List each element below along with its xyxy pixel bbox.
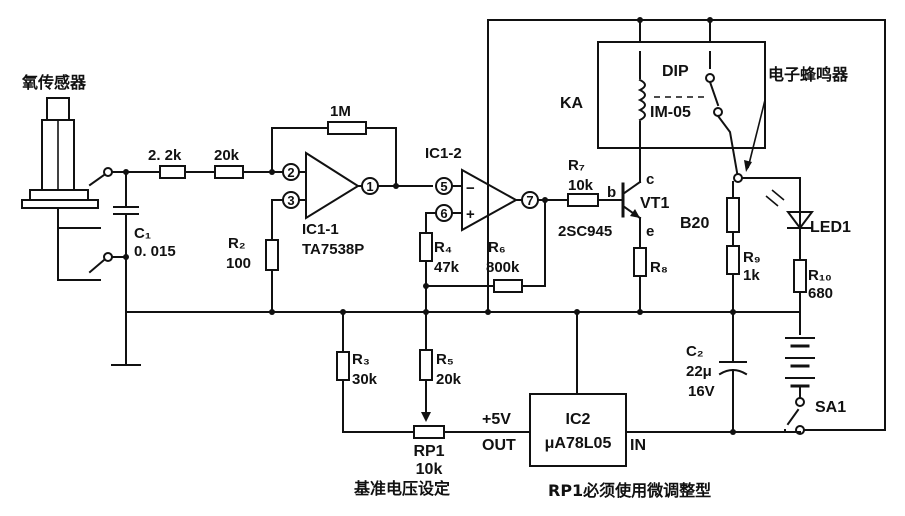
- resistor-1m: [327, 121, 367, 135]
- resistor-r4: [419, 232, 433, 262]
- c2-value: 22μ: [686, 363, 712, 380]
- r5-value: 20k: [436, 371, 462, 388]
- in-label: IN: [630, 437, 646, 454]
- resistor-2k2: [159, 165, 186, 179]
- ic1-1-label: IC1-1: [302, 221, 339, 238]
- vt-collector-label: c: [646, 171, 654, 188]
- sensor-label: 氧传感器: [21, 73, 87, 92]
- switch-sa1: [786, 397, 805, 435]
- r2-name: R₂: [228, 235, 246, 252]
- b20-label: B20: [680, 215, 709, 232]
- r3-value: 30k: [352, 371, 378, 388]
- relay-ka: [597, 19, 766, 180]
- footnote: RP1必须使用微调整型: [548, 481, 711, 500]
- r2-value: 100: [226, 255, 251, 272]
- c2-name: C₂: [686, 343, 704, 360]
- ic1-2-label: IC1-2: [425, 145, 462, 162]
- rp1-label: RP1: [413, 443, 444, 460]
- r5-name: R₅: [436, 351, 454, 368]
- pin6-label: 6: [440, 206, 447, 221]
- r9-name: R₉: [743, 249, 761, 266]
- r4-value: 47k: [434, 259, 460, 276]
- ref-voltage-title: 基准电压设定: [353, 479, 450, 498]
- r-1m-label: 1M: [330, 103, 351, 120]
- c1-value: 0. 015: [134, 243, 176, 260]
- r4-name: R₄: [434, 239, 452, 256]
- c1-name: C₁: [134, 225, 151, 242]
- oxygen-sensor: [21, 97, 113, 281]
- opamp-ic1-1: [282, 151, 433, 220]
- pin5-label: 5: [440, 179, 447, 194]
- noninverting-sign: +: [466, 206, 475, 223]
- resistor-r7: [567, 193, 599, 207]
- resistor-r10: [793, 259, 807, 293]
- pin2-label: 2: [287, 165, 294, 180]
- resistor-r3: [336, 351, 350, 381]
- vt-base-label: b: [607, 184, 616, 201]
- resistor-r2: [265, 239, 279, 271]
- ic2-part: μA78L05: [545, 435, 612, 452]
- r10-value: 680: [808, 285, 833, 302]
- resistor-r9: [726, 245, 740, 275]
- ic2-label: IC2: [566, 411, 591, 428]
- r9-value: 1k: [743, 267, 760, 284]
- led1: [765, 189, 814, 230]
- r8-name: R₈: [650, 259, 668, 276]
- r7-value: 10k: [568, 177, 594, 194]
- pin7-label: 7: [526, 193, 533, 208]
- resistor-20k: [214, 165, 244, 179]
- vt-emitter-label: e: [646, 223, 654, 240]
- regulator-ic2: [529, 393, 627, 467]
- battery: [785, 337, 815, 388]
- r-2k2-label: 2. 2k: [148, 147, 182, 164]
- pin1-label: 1: [366, 179, 373, 194]
- potentiometer-rp1: [413, 425, 445, 439]
- c2-voltage: 16V: [688, 383, 715, 400]
- out-label: OUT: [482, 437, 516, 454]
- resistor-r5: [419, 349, 433, 381]
- r-20k-label: 20k: [214, 147, 240, 164]
- r6-name: R₆: [488, 239, 506, 256]
- ic1-1-part: TA7538P: [302, 241, 364, 258]
- r10-name: R₁₀: [808, 267, 832, 284]
- inverting-sign: −: [466, 180, 475, 197]
- r7-name: R₇: [568, 157, 585, 174]
- vt1-part: 2SC945: [558, 223, 612, 240]
- buzzer-title: 电子蜂鸣器: [768, 65, 849, 84]
- relay-dip-label: DIP: [662, 63, 689, 80]
- relay-model-label: IM-05: [650, 104, 691, 121]
- r3-name: R₃: [352, 351, 370, 368]
- capacitor-c1: [111, 171, 141, 366]
- ka-label: KA: [560, 95, 584, 112]
- resistor-r8: [633, 247, 647, 277]
- resistor-r6: [493, 279, 523, 293]
- buzzer-b20: [726, 181, 740, 247]
- rp1-value: 10k: [416, 461, 443, 478]
- capacitor-c2: [718, 351, 748, 433]
- led1-label: LED1: [810, 219, 851, 236]
- pin3-label: 3: [287, 193, 294, 208]
- sa1-label: SA1: [815, 399, 846, 416]
- vt1-label: VT1: [640, 195, 669, 212]
- plus5v-label: +5V: [482, 411, 511, 428]
- transistor-vt1: [621, 180, 642, 220]
- r6-value: 800k: [486, 259, 520, 276]
